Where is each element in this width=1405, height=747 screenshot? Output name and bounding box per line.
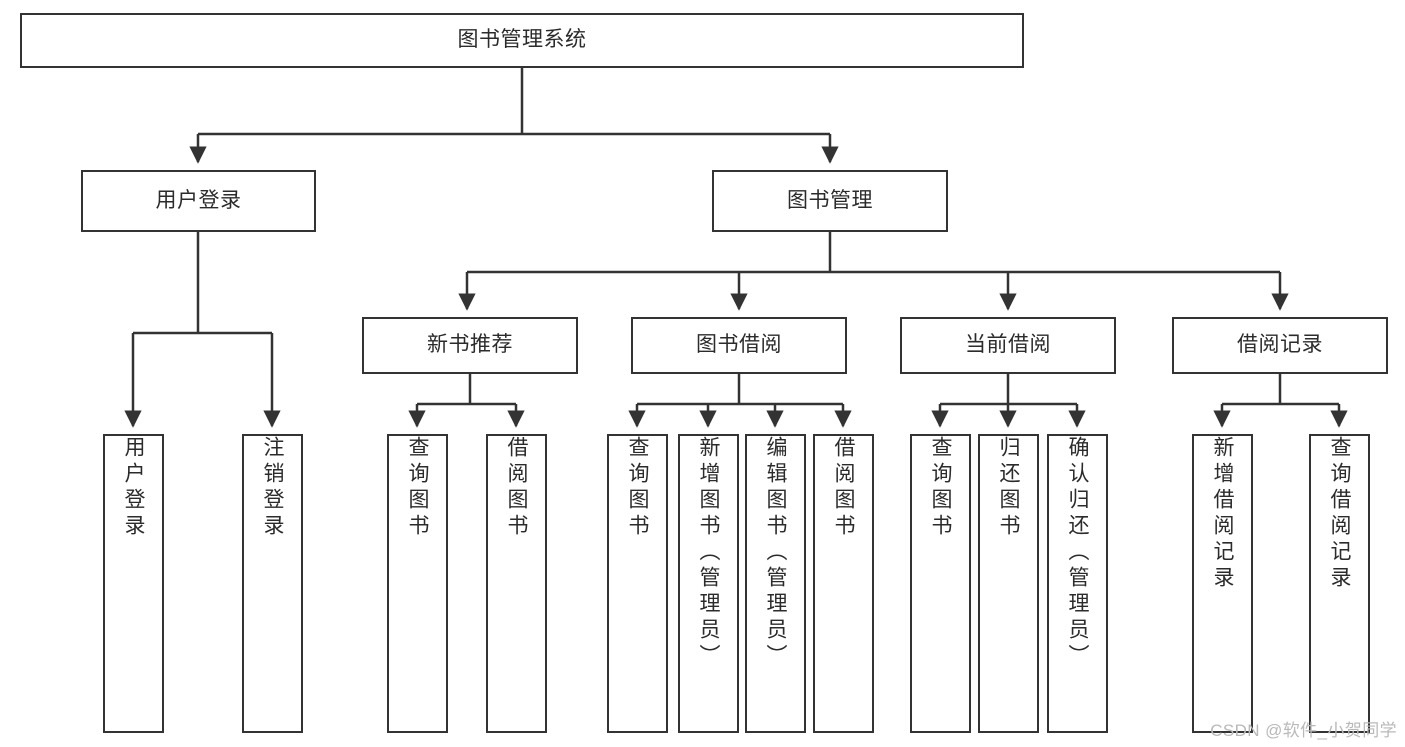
leaf-borrow-query-book-label: 查询图书 — [626, 436, 649, 540]
leaf-new-book-borrow[interactable]: 借阅图书 — [486, 434, 547, 733]
leaf-user-login-logout-label: 注销登录 — [261, 436, 284, 540]
leaf-borrow-add-book-label: 新增图书（管理员） — [697, 436, 720, 670]
leaf-user-login-login-label: 用户登录 — [122, 436, 145, 540]
leaf-current-confirm-return[interactable]: 确认归还（管理员） — [1047, 434, 1108, 733]
leaf-user-login-login[interactable]: 用户登录 — [103, 434, 164, 733]
node-root[interactable]: 图书管理系统 — [20, 13, 1024, 68]
leaf-new-book-query-label: 查询图书 — [406, 436, 429, 540]
leaf-record-query-label: 查询借阅记录 — [1328, 436, 1351, 592]
leaf-new-book-borrow-label: 借阅图书 — [505, 436, 528, 540]
node-current-borrow[interactable]: 当前借阅 — [900, 317, 1116, 374]
node-book-management-label: 图书管理 — [787, 188, 873, 212]
leaf-record-add[interactable]: 新增借阅记录 — [1192, 434, 1253, 733]
leaf-record-add-label: 新增借阅记录 — [1211, 436, 1234, 592]
leaf-borrow-edit-book[interactable]: 编辑图书（管理员） — [745, 434, 806, 733]
leaf-current-return-book-label: 归还图书 — [997, 436, 1020, 540]
leaf-current-return-book[interactable]: 归还图书 — [978, 434, 1039, 733]
node-new-book-recommend[interactable]: 新书推荐 — [362, 317, 578, 374]
node-root-label: 图书管理系统 — [457, 28, 587, 52]
leaf-borrow-query-book[interactable]: 查询图书 — [607, 434, 668, 733]
node-borrow-record[interactable]: 借阅记录 — [1172, 317, 1388, 374]
node-current-borrow-label: 当前借阅 — [965, 333, 1051, 357]
node-book-management[interactable]: 图书管理 — [712, 170, 948, 232]
leaf-user-login-logout[interactable]: 注销登录 — [242, 434, 303, 733]
node-book-borrow-label: 图书借阅 — [696, 333, 782, 357]
leaf-current-confirm-return-label: 确认归还（管理员） — [1066, 436, 1089, 670]
node-user-login[interactable]: 用户登录 — [81, 170, 316, 232]
leaf-borrow-borrow-book[interactable]: 借阅图书 — [813, 434, 874, 733]
leaf-borrow-edit-book-label: 编辑图书（管理员） — [764, 436, 787, 670]
leaf-current-query-book[interactable]: 查询图书 — [910, 434, 971, 733]
leaf-borrow-add-book[interactable]: 新增图书（管理员） — [678, 434, 739, 733]
node-borrow-record-label: 借阅记录 — [1237, 333, 1323, 357]
leaf-borrow-borrow-book-label: 借阅图书 — [832, 436, 855, 540]
node-user-login-label: 用户登录 — [155, 188, 242, 212]
node-new-book-recommend-label: 新书推荐 — [427, 333, 513, 357]
leaf-record-query[interactable]: 查询借阅记录 — [1309, 434, 1370, 733]
node-book-borrow[interactable]: 图书借阅 — [631, 317, 847, 374]
leaf-current-query-book-label: 查询图书 — [929, 436, 952, 540]
leaf-new-book-query[interactable]: 查询图书 — [387, 434, 448, 733]
